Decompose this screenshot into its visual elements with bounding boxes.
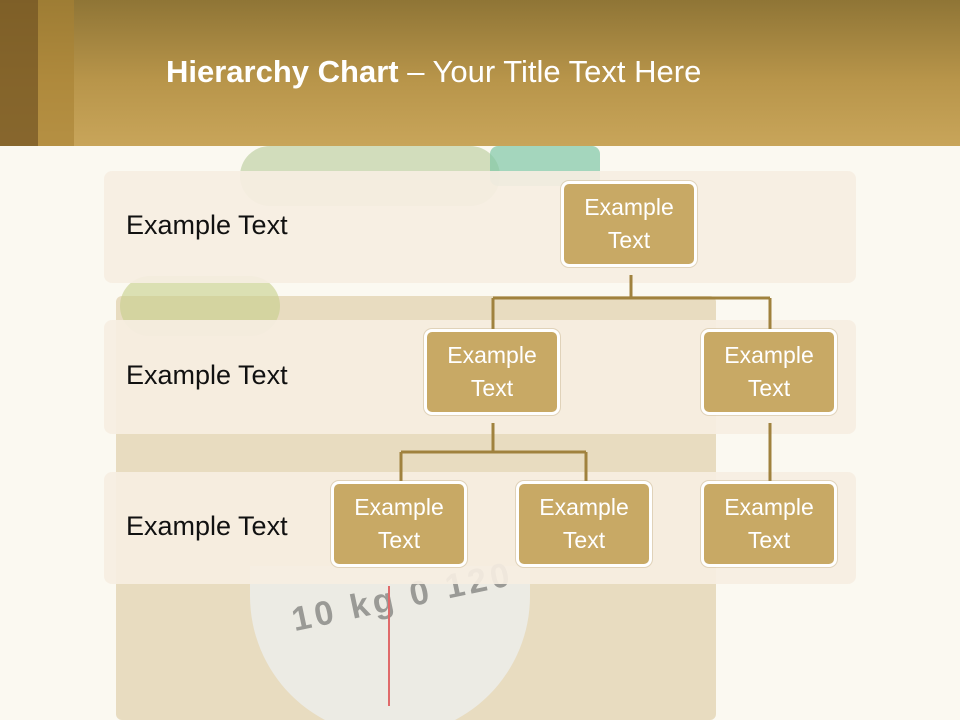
node-root[interactable]: Example Text [561, 181, 697, 267]
weighing-scale-image [250, 566, 530, 720]
node-level2-right-text: Example Text [724, 342, 814, 401]
header-accent-stripe-2 [38, 0, 74, 146]
node-level3-2[interactable]: Example Text [516, 481, 652, 567]
node-level3-3[interactable]: Example Text [701, 481, 837, 567]
level-label-1: Example Text [126, 210, 288, 240]
connector-root [491, 275, 772, 329]
connector-left-branch [399, 423, 588, 481]
node-level3-3-text: Example Text [724, 494, 814, 553]
node-root-text: Example Text [584, 194, 674, 253]
title-rest: – Your Title Text Here [398, 54, 702, 89]
slide-title: Hierarchy Chart – Your Title Text Here [166, 54, 701, 90]
header-accent-stripe [0, 0, 38, 146]
level-label-2: Example Text [126, 360, 288, 390]
node-level2-left[interactable]: Example Text [424, 329, 560, 415]
node-level3-2-text: Example Text [539, 494, 629, 553]
node-level2-left-text: Example Text [447, 342, 537, 401]
title-bold: Hierarchy Chart [166, 54, 399, 89]
node-level2-right[interactable]: Example Text [701, 329, 837, 415]
header-bar: Hierarchy Chart – Your Title Text Here [0, 0, 960, 146]
level-label-3: Example Text [126, 511, 288, 541]
scale-needle [388, 586, 390, 706]
node-level3-1[interactable]: Example Text [331, 481, 467, 567]
node-level3-1-text: Example Text [354, 494, 444, 553]
level-band-1 [104, 171, 856, 283]
